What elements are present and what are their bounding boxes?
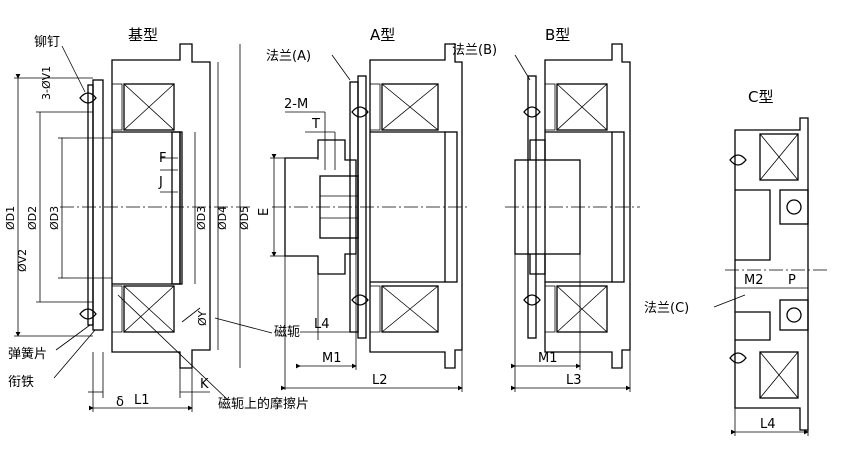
dim-delta: δ xyxy=(116,395,124,410)
dim-phi-d1: ØD1 xyxy=(4,206,17,230)
label-magnet-yoke: 磁轭 xyxy=(274,324,300,340)
dim-3-phi-v1: 3-ØV1 xyxy=(40,66,53,100)
dim-2-m: 2-M xyxy=(284,97,308,112)
dim-l2: L2 xyxy=(372,373,388,388)
type-c-view xyxy=(713,117,830,436)
label-armature: 衔铁 xyxy=(8,375,34,390)
dim-phi-d3-right: ØD3 xyxy=(195,206,208,230)
basic-type-view xyxy=(14,43,273,412)
label-type-a: A型 xyxy=(370,26,395,44)
dim-l4: L4 xyxy=(314,317,330,332)
label-friction-plate: 磁轭上的摩擦片 xyxy=(218,396,309,412)
type-a-view xyxy=(270,43,470,392)
dim-j: J xyxy=(158,175,163,190)
dim-t: T xyxy=(311,117,320,132)
label-type-c: C型 xyxy=(748,88,773,106)
dim-m1-a: M1 xyxy=(322,351,342,366)
dim-phi-v2: ØV2 xyxy=(16,249,29,272)
dim-phi-y: ØY xyxy=(196,310,209,326)
dim-l1: L1 xyxy=(134,393,150,408)
dim-phi-d3: ØD3 xyxy=(48,206,61,230)
dim-m2: M2 xyxy=(744,273,764,288)
label-type-b: B型 xyxy=(545,26,570,44)
label-flange-a: 法兰(A) xyxy=(266,49,311,64)
diagram-labels: 基型 A型 B型 C型 铆钉 弹簧片 衔铁 磁轭 磁轭上的摩擦片 法兰(A) 法… xyxy=(4,26,796,432)
dim-m1-b: M1 xyxy=(538,351,558,366)
dim-f: F xyxy=(159,151,166,166)
dim-e: E xyxy=(257,208,272,216)
dim-l4-c: L4 xyxy=(760,417,776,432)
dim-l3: L3 xyxy=(566,373,582,388)
type-b-view xyxy=(505,43,640,392)
label-flange-c: 法兰(C) xyxy=(644,301,689,316)
dim-p: P xyxy=(788,273,796,288)
dim-k: K xyxy=(200,377,209,392)
label-flange-b: 法兰(B) xyxy=(452,43,497,58)
label-spring-plate: 弹簧片 xyxy=(8,346,47,362)
dim-phi-d5: ØD5 xyxy=(238,206,251,230)
label-basic-type: 基型 xyxy=(128,26,158,44)
dim-phi-d4: ØD4 xyxy=(216,206,229,230)
dim-phi-d2: ØD2 xyxy=(26,206,39,230)
label-rivet: 铆钉 xyxy=(34,35,60,50)
